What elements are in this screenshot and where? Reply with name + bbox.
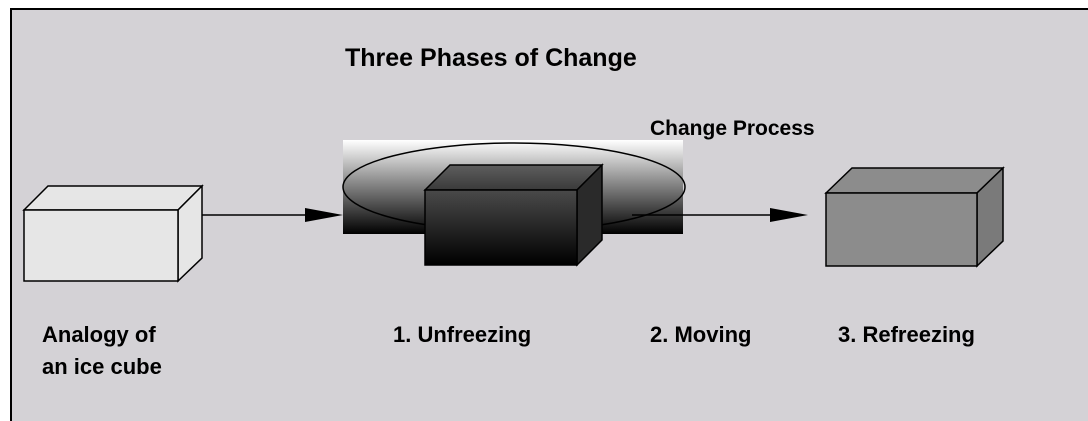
unfreezing-cube-shape (423, 163, 604, 267)
ice-cube-shape (22, 184, 204, 283)
change-process-label: Change Process (650, 117, 815, 140)
phase-label-unfreezing: 1. Unfreezing (393, 322, 532, 347)
analogy-label-line2: an ice cube (42, 354, 162, 379)
phase-label-moving: 2. Moving (650, 322, 752, 347)
refreezing-cube-shape (824, 166, 1005, 268)
diagram-title: Three Phases of Change (345, 44, 637, 72)
arrow-to-refreezing (632, 208, 808, 222)
arrow-to-unfreezing (202, 208, 343, 222)
analogy-label-line1: Analogy of (42, 322, 156, 347)
phase-label-refreezing: 3. Refreezing (838, 322, 975, 347)
